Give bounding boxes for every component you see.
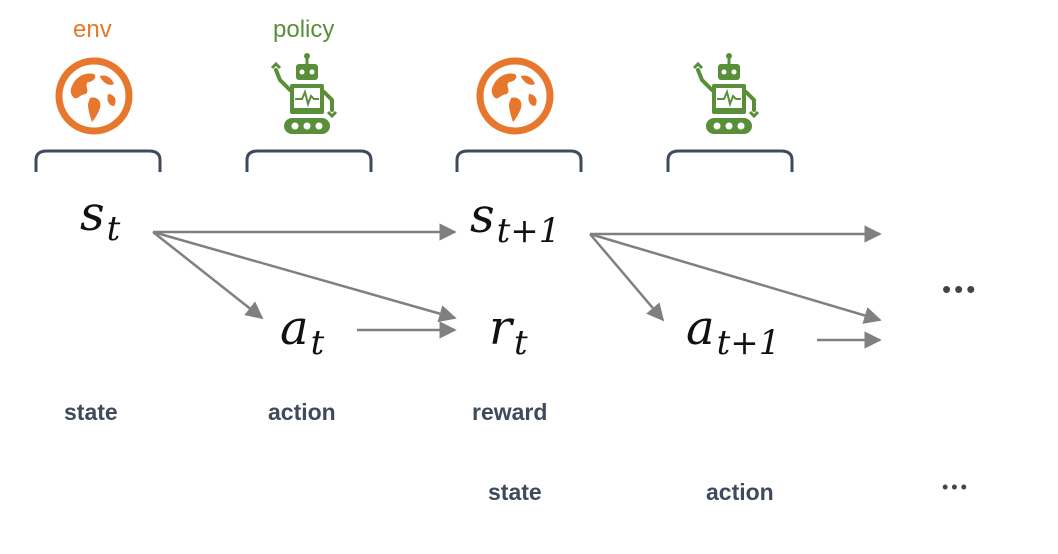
label-action: action	[706, 479, 774, 505]
arrow-st-to-rt	[152, 230, 457, 323]
symbol-a-t: at	[280, 300, 325, 363]
arrow-st1-to-rt1	[589, 232, 882, 324]
arrow-st-to-at	[152, 231, 264, 320]
arrow-st1-to-at1	[589, 233, 665, 322]
label-state: state	[488, 479, 542, 505]
ellipsis-right: •••	[942, 274, 979, 304]
symbol-s-t: st	[80, 186, 121, 249]
bracket-policy	[245, 149, 373, 172]
symbol-r-t: rt	[489, 300, 528, 363]
bracket-policy	[666, 149, 794, 172]
label-reward: reward	[472, 399, 548, 425]
symbol-s-t1: st+1	[470, 188, 561, 251]
label-action: action	[268, 399, 336, 425]
bracket-env	[455, 149, 583, 172]
robot-icon	[270, 53, 338, 134]
globe-icon	[476, 57, 554, 135]
bracket-env	[34, 149, 162, 172]
symbol-a-t1: at+1	[686, 300, 781, 363]
policy-label: policy	[273, 16, 335, 43]
globe-icon	[55, 57, 133, 135]
env-label: env	[73, 16, 112, 43]
ellipsis-bottom: •••	[942, 477, 970, 497]
robot-icon	[692, 53, 760, 134]
label-state: state	[64, 399, 118, 425]
